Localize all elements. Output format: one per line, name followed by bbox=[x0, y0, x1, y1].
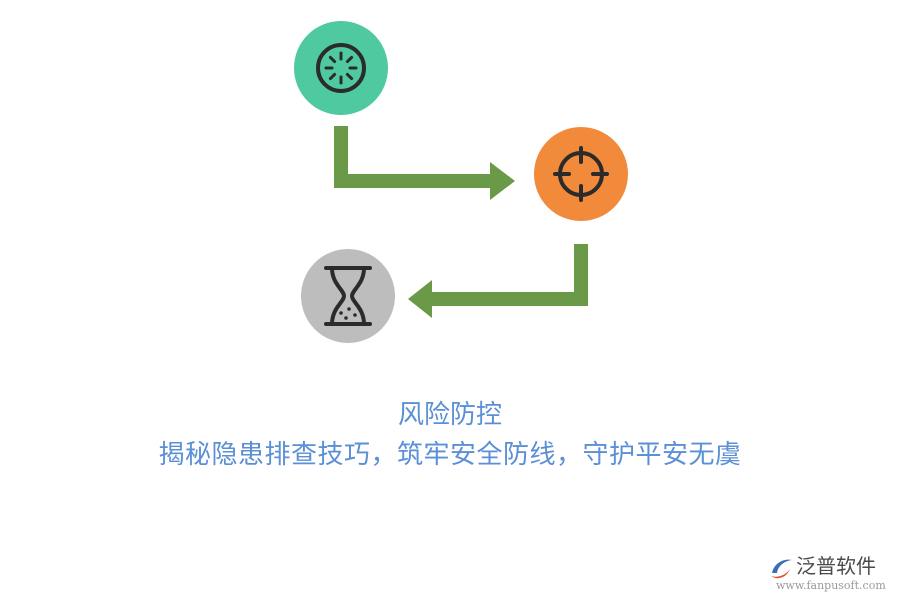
crosshair-icon bbox=[553, 146, 609, 202]
caption-subtitle: 揭秘隐患排查技巧，筑牢安全防线，守护平安无虞 bbox=[158, 440, 742, 470]
gear-circle-icon bbox=[316, 43, 366, 93]
node-target-circle bbox=[534, 127, 628, 221]
logo-swoosh-icon bbox=[771, 559, 792, 579]
node-target bbox=[534, 127, 628, 221]
arrow-start-to-target-head bbox=[490, 162, 515, 200]
node-start-circle bbox=[294, 21, 388, 115]
brand-logo: 泛普软件 www.fanpusoft.com bbox=[768, 552, 894, 596]
hourglass-icon bbox=[324, 266, 372, 326]
arrow-target-to-timer-head bbox=[408, 280, 432, 318]
arrow-target-to-timer-line bbox=[428, 244, 588, 306]
arrow-start-to-target-line bbox=[334, 126, 494, 188]
arrow-target-to-timer bbox=[408, 244, 588, 318]
node-timer-circle bbox=[301, 249, 395, 343]
node-timer bbox=[301, 249, 395, 343]
node-start bbox=[294, 21, 388, 115]
caption-title: 风险防控 bbox=[397, 400, 502, 430]
arrow-start-to-target bbox=[334, 126, 515, 200]
logo-name: 泛普软件 bbox=[796, 554, 876, 578]
logo-url: www.fanpusoft.com bbox=[776, 579, 886, 592]
